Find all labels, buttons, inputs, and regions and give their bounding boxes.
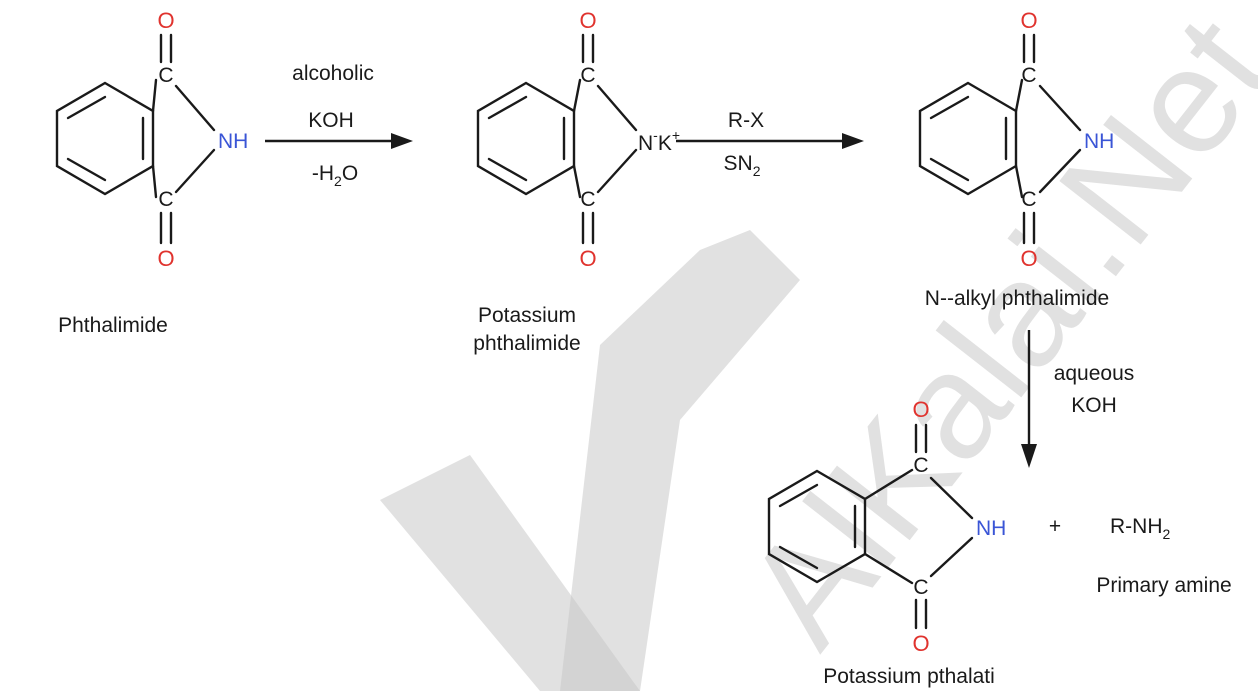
watermark-slash-2 (560, 230, 800, 691)
carbon-bottom: C (1021, 188, 1036, 211)
molecule-n-alkyl-phthalimide: O C NH C O N--alkyl phthalimide (918, 8, 1114, 310)
reaction-arrow-1: alcoholic KOH -H2O (265, 62, 413, 189)
n-alkyl-phthalimide-label: N--alkyl phthalimide (925, 287, 1109, 310)
carbon-top: C (1021, 64, 1036, 87)
potassium-phthalimide-label-2: phthalimide (473, 332, 580, 355)
reagent-minus-water: -H2O (312, 162, 358, 189)
molecule-potassium-phthalate: O C NH C O Potassium pthalati (767, 397, 1006, 688)
reagent-koh-aq: KOH (1071, 394, 1117, 417)
phthalimide-label: Phthalimide (58, 314, 168, 337)
potassium-atom: K (658, 132, 672, 155)
oxygen-top: O (1020, 8, 1037, 33)
n-potassium-group: N-K+ (638, 127, 680, 155)
arrowhead-3 (1021, 444, 1037, 468)
primary-amine-formula: R-NH2 (1110, 515, 1171, 542)
oxygen-bottom: O (1020, 246, 1037, 271)
oxygen-top: O (579, 8, 596, 33)
nh-group: NH (218, 130, 248, 153)
benzene-ring (918, 81, 1018, 196)
oxygen-bottom: O (157, 246, 174, 271)
primary-amine-label: Primary amine (1096, 574, 1231, 597)
products: + R-NH2 Primary amine (1049, 515, 1232, 597)
nh-group: NH (1084, 130, 1114, 153)
molecule-potassium-phthalimide: O C N-K+ C O Potassium phthalimide (473, 8, 680, 355)
benzene-ring (55, 81, 155, 196)
oxygen-top: O (157, 8, 174, 33)
carbon-top: C (913, 454, 928, 477)
benzene-ring (476, 81, 576, 196)
potassium-phthalimide-label-1: Potassium (478, 304, 576, 327)
reagent-rx: R-X (728, 109, 764, 132)
carbon-bottom: C (158, 188, 173, 211)
nh-group: NH (976, 517, 1006, 540)
plus-sign: + (1049, 515, 1061, 538)
benzene-ring (767, 469, 867, 584)
reagent-aqueous: aqueous (1054, 362, 1135, 385)
reaction-arrow-2: R-X SN2 (676, 109, 864, 179)
reagent-sn2: SN2 (724, 152, 761, 179)
plus-charge: + (672, 127, 680, 143)
nitrogen-atom: N (638, 132, 653, 155)
carbon-bottom: C (913, 576, 928, 599)
oxygen-bottom: O (579, 246, 596, 271)
arrowhead-1 (391, 133, 413, 149)
minus-charge: - (653, 127, 658, 143)
arrowhead-2 (842, 133, 864, 149)
reaction-arrow-3: aqueous KOH (1021, 330, 1134, 468)
molecule-phthalimide: O C NH C O Phthalimide (55, 8, 248, 337)
carbon-top: C (158, 64, 173, 87)
reagent-alcoholic: alcoholic (292, 62, 374, 85)
reagent-koh: KOH (308, 109, 354, 132)
oxygen-bottom: O (912, 631, 929, 656)
carbon-top: C (580, 64, 595, 87)
potassium-phthalate-label: Potassium pthalati (823, 665, 995, 688)
carbon-bottom: C (580, 188, 595, 211)
oxygen-top: O (912, 397, 929, 422)
